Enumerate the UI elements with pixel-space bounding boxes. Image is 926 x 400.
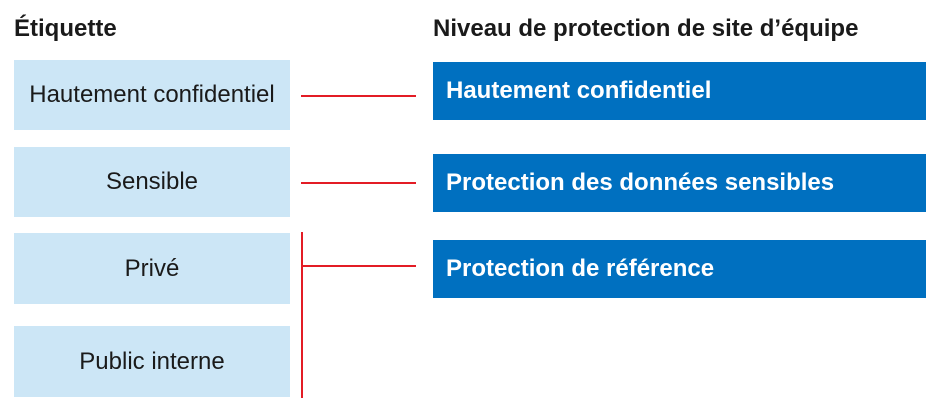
level-text: Protection des données sensibles xyxy=(446,169,835,196)
label-box-internal-public: Public interne xyxy=(14,326,290,397)
level-box-highly-confidential: Hautement confidentiel xyxy=(433,62,926,120)
level-box-baseline-protection: Protection de référence xyxy=(433,240,926,298)
label-text: Privé xyxy=(124,254,180,282)
connector-line-highly-confidential xyxy=(301,95,416,97)
label-text: Sensible xyxy=(105,168,199,195)
label-column-heading: Étiquette xyxy=(14,15,117,42)
label-box-private: Privé xyxy=(14,233,290,304)
label-text: Hautement confidentiel xyxy=(29,81,275,108)
label-text: Public interne xyxy=(79,347,225,375)
connector-line-sensitive xyxy=(301,182,416,184)
level-box-sensitive-protection: Protection des données sensibles xyxy=(433,154,926,212)
level-text: Protection de référence xyxy=(446,255,715,282)
label-box-highly-confidential: Hautement confidentiel xyxy=(14,60,290,130)
connector-bracket-private-internal xyxy=(301,232,303,398)
label-box-sensitive: Sensible xyxy=(14,147,290,217)
protection-level-column-heading: Niveau de protection de site d’équipe xyxy=(433,15,859,42)
connector-line-baseline xyxy=(301,265,416,267)
level-text: Hautement confidentiel xyxy=(446,77,712,104)
